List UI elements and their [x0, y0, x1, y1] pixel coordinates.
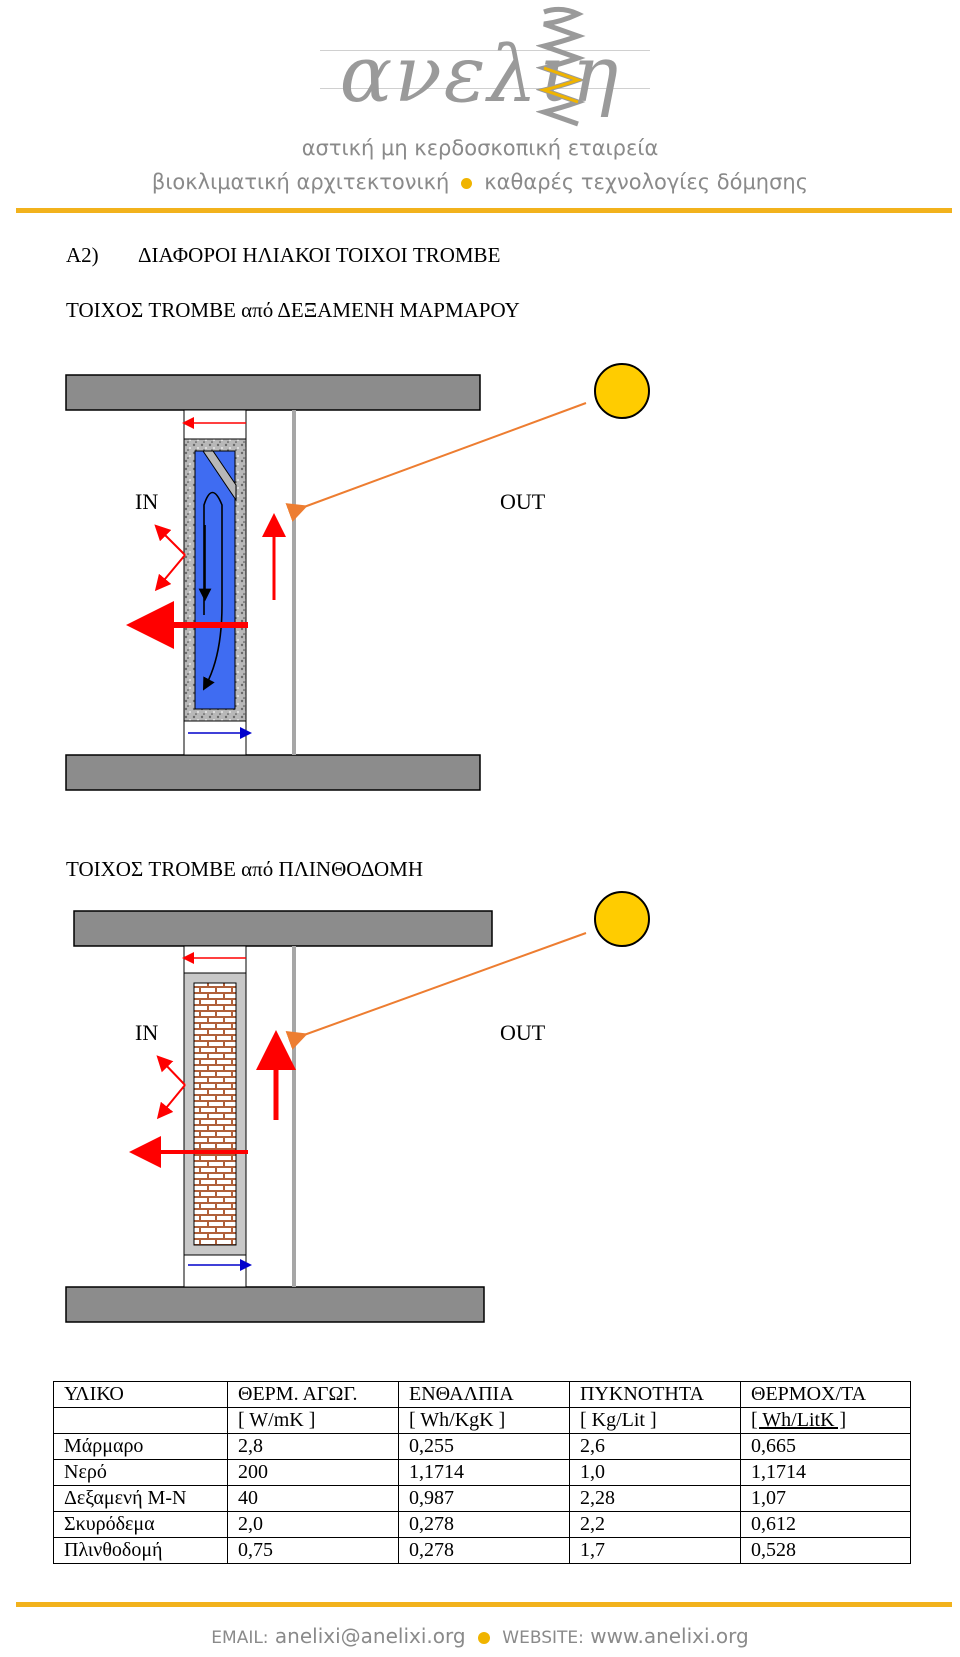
table-row: Σκυρόδεμα 2,0 0,278 2,2 0,612	[53, 1511, 911, 1538]
table-cell: 2,6	[569, 1433, 741, 1460]
diagram2-out-label: OUT	[500, 1020, 546, 1045]
roof-slab	[73, 910, 493, 947]
table-cell: 200	[227, 1459, 399, 1486]
table-cell: 2,0	[227, 1511, 399, 1538]
table-cell: 1,0	[569, 1459, 741, 1486]
section-title: ΔΙΑΦΟΡΟΙ ΗΛΙΑΚΟΙ ΤΟΙΧΟΙ TROMBE	[138, 243, 501, 267]
table-cell: 0,255	[398, 1433, 570, 1460]
tagline-right: καθαρές τεχνολογίες δόμησης	[484, 170, 809, 194]
floor-slab	[65, 1286, 485, 1323]
logo-guide-line	[320, 50, 650, 51]
table-cell: 1,07	[740, 1485, 911, 1512]
footer: EMAIL: anelixi@anelixi.org WEBSITE: www.…	[0, 1624, 960, 1648]
diagram1-out-label: OUT	[500, 489, 546, 514]
table-cell: Πλινθοδομή	[53, 1537, 228, 1564]
table-cell: 1,7	[569, 1537, 741, 1564]
table-cell: 1,1714	[398, 1459, 570, 1486]
floor-slab	[65, 754, 481, 791]
table-header-cell: ΘΕΡΜ. ΑΓΩΓ.	[227, 1381, 399, 1408]
table-cell: 2,2	[569, 1511, 741, 1538]
brick-masonry	[193, 982, 237, 1246]
table-cell: 2,8	[227, 1433, 399, 1460]
footer-rule	[16, 1602, 952, 1607]
table-cell: Νερό	[53, 1459, 228, 1486]
diagram-marble-tank	[65, 363, 650, 791]
diagram1-in-label: IN	[135, 489, 159, 514]
table-header-row: ΥΛΙΚΟ ΘΕΡΜ. ΑΓΩΓ. ΕΝΘΑΛΠΙΑ ΠΥΚΝΟΤΗΤΑ ΘΕΡ…	[53, 1381, 911, 1408]
table-header-cell: ΠΥΚΝΟΤΗΤΑ	[569, 1381, 741, 1408]
table-unit-cell	[53, 1407, 228, 1434]
table-cell: 2,28	[569, 1485, 741, 1512]
table-cell: 0,612	[740, 1511, 911, 1538]
header-rule	[16, 208, 952, 213]
table-unit-cell: [ Wh/KgK ]	[398, 1407, 570, 1434]
table-cell: 0,75	[227, 1537, 399, 1564]
table-units-row: [ W/mK ] [ Wh/KgK ] [ Kg/Lit ] [ Wh/LitK…	[53, 1407, 911, 1434]
table-row: Δεξαμενή Μ-Ν 40 0,987 2,28 1,07	[53, 1485, 911, 1512]
sun-icon	[594, 363, 650, 419]
table-row: Νερό 200 1,1714 1,0 1,1714	[53, 1459, 911, 1486]
table-header-cell: ΕΝΘΑΛΠΙΑ	[398, 1381, 570, 1408]
sun-icon	[594, 891, 650, 947]
table-cell: 0,278	[398, 1537, 570, 1564]
section-number: Α2)	[66, 243, 99, 267]
table-cell: Δεξαμενή Μ-Ν	[53, 1485, 228, 1512]
sun-ray	[285, 402, 587, 522]
tagline-secondary: βιοκλιματική αρχιτεκτονική καθαρές τεχνολ…	[0, 170, 960, 194]
table-unit-cell: [ Wh/LitK ]	[740, 1407, 911, 1434]
diagram-brick-wall	[65, 891, 650, 1323]
material-properties-table: ΥΛΙΚΟ ΘΕΡΜ. ΑΓΩΓ. ΕΝΘΑΛΠΙΑ ΠΥΚΝΟΤΗΤΑ ΘΕΡ…	[53, 1381, 911, 1564]
table-unit-cell: [ W/mK ]	[227, 1407, 399, 1434]
table-unit-cell: [ Kg/Lit ]	[569, 1407, 741, 1434]
footer-email-label: EMAIL:	[211, 1628, 269, 1648]
table-cell: 0,665	[740, 1433, 911, 1460]
footer-email-link[interactable]: anelixi@anelixi.org	[274, 1624, 466, 1648]
footer-website-link[interactable]: www.anelixi.org	[590, 1624, 749, 1648]
table-cell: Σκυρόδεμα	[53, 1511, 228, 1538]
table-row: Πλινθοδομή 0,75 0,278 1,7 0,528	[53, 1537, 911, 1564]
sun-ray	[285, 932, 587, 1050]
tagline-left: βιοκλιματική αρχιτεκτονική	[151, 170, 450, 194]
table-cell: 0,278	[398, 1511, 570, 1538]
diagram2-in-label: IN	[135, 1020, 159, 1045]
table-row: Μάρμαρο 2,8 0,255 2,6 0,665	[53, 1433, 911, 1460]
logo-spring-icon	[536, 6, 586, 127]
table-cell: 0,987	[398, 1485, 570, 1512]
footer-dot-icon	[477, 1631, 490, 1644]
footer-website-label: WEBSITE:	[502, 1628, 584, 1648]
table-cell: Μάρμαρο	[53, 1433, 228, 1460]
table-cell: 0,528	[740, 1537, 911, 1564]
table-header-cell: ΥΛΙΚΟ	[53, 1381, 228, 1408]
table-header-cell: ΘΕΡΜΟΧ/ΤΑ	[740, 1381, 911, 1408]
tagline-primary: αστική μη κερδοσκοπική εταιρεία	[301, 136, 659, 160]
roof-slab	[65, 374, 481, 411]
logo-guide-line	[320, 88, 650, 89]
diagram1-title: ΤΟΙΧΟΣ TROMBE από ΔΕΞΑΜΕΝΗ ΜΑΡΜΑΡΟΥ	[66, 298, 520, 322]
tagline-dot-icon	[461, 177, 473, 189]
diagram2-title: ΤΟΙΧΟΣ TROMBE από ΠΛΙΝΘΟΔΟΜΗ	[66, 857, 424, 881]
table-cell: 40	[227, 1485, 399, 1512]
table-cell: 1,1714	[740, 1459, 911, 1486]
